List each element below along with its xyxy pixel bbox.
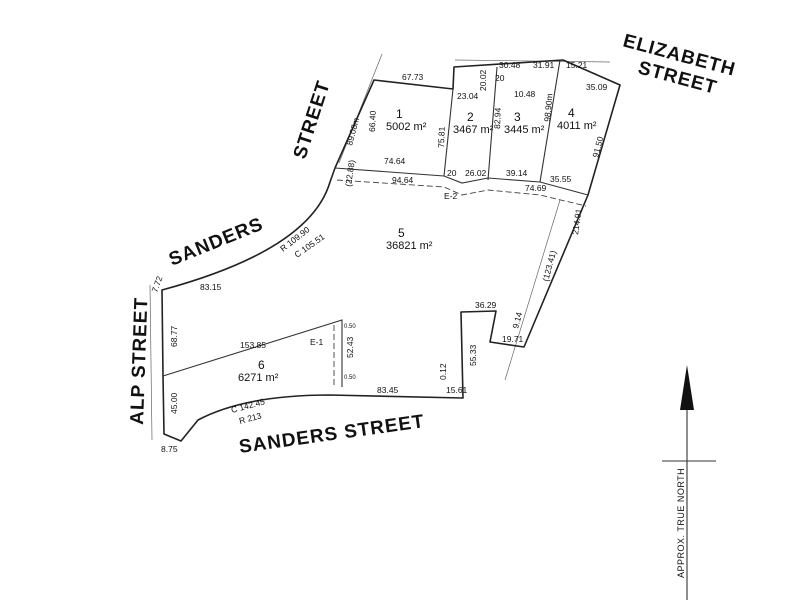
lot-4-area: 4011 m² xyxy=(557,120,597,132)
lot5-lot6-line xyxy=(162,319,343,387)
dim-66-40: 66.40 xyxy=(367,110,378,132)
dim-9-14: 9.14 xyxy=(510,311,524,330)
lots-1-4-south-line xyxy=(334,167,589,196)
street-edge-line-alp xyxy=(149,284,153,441)
street-label-sanders-top: SANDERS xyxy=(166,214,266,271)
lot2-lot3-line xyxy=(487,66,498,181)
lot-1-area: 5002 m² xyxy=(386,121,427,133)
dim-74-64: 74.64 xyxy=(384,156,406,166)
north-arrow: APPROX. TRUE NORTH xyxy=(662,365,716,600)
dim-15-61: 15.61 xyxy=(446,385,468,395)
dim-r-213: R 213 xyxy=(238,410,263,426)
dim-e1: E-1 xyxy=(310,337,324,347)
dim-55-33: 55.33 xyxy=(468,344,478,366)
dim-153-85: 153.85 xyxy=(240,340,266,350)
lot-3-number: 3 xyxy=(514,110,521,124)
lot-6-area: 6271 m² xyxy=(238,372,279,384)
north-arrow-head-icon xyxy=(680,365,694,410)
dim-0-50-bottom: 0.50 xyxy=(344,375,356,381)
dim-0-12: 0.12 xyxy=(438,363,448,380)
dim-45-00: 45.00 xyxy=(169,392,179,414)
easements xyxy=(333,179,587,388)
lot1-lot2-line xyxy=(443,88,454,177)
lot-2-number: 2 xyxy=(467,110,474,124)
dim-19-71: 19.71 xyxy=(502,334,524,344)
dim-89-08: 89.08m xyxy=(344,117,361,147)
dim-e2: E-2 xyxy=(444,191,458,201)
dim-22-88: (22.88) xyxy=(343,159,357,187)
dimension-labels: 67.73 66.40 89.08m 23.04 75.81 30.48 31.… xyxy=(149,60,607,454)
dim-15-21: 15.21 xyxy=(566,60,588,70)
dim-20-02: 20.02 xyxy=(478,69,488,91)
lot-5-area: 36821 m² xyxy=(386,240,433,252)
dim-98-90: 98.90m xyxy=(542,93,554,122)
dim-36-29: 36.29 xyxy=(475,300,497,310)
lot-1-number: 1 xyxy=(396,107,403,121)
street-edge-line-elizabeth xyxy=(454,59,611,63)
dim-35-09: 35.09 xyxy=(586,82,608,92)
dim-26-02: 26.02 xyxy=(465,168,487,178)
dim-35-55: 35.55 xyxy=(550,174,572,184)
site-boundary xyxy=(161,59,621,442)
dim-67-73: 67.73 xyxy=(402,72,424,82)
dim-83-45: 83.45 xyxy=(377,385,399,395)
north-arrow-label: APPROX. TRUE NORTH xyxy=(676,468,686,578)
dim-52-43: 52.43 xyxy=(345,336,355,358)
lot3-lot4-line xyxy=(539,59,561,183)
dim-74-69: 74.69 xyxy=(525,183,547,193)
lot-5-number: 5 xyxy=(398,226,405,240)
dim-c-142-45: C 142.45 xyxy=(230,396,266,415)
dim-30-48: 30.48 xyxy=(499,60,521,70)
dim-10-48: 10.48 xyxy=(514,89,536,99)
dim-31-91: 31.91 xyxy=(533,60,555,70)
lot-4-number: 4 xyxy=(568,106,575,120)
dim-68-77: 68.77 xyxy=(169,325,179,347)
dim-94-64: 94.64 xyxy=(392,175,414,185)
street-label-alp: ALP STREET xyxy=(127,297,152,426)
dim-20-mid: 20 xyxy=(447,168,457,178)
easement-e2 xyxy=(336,179,587,207)
lot-3-area: 3445 m² xyxy=(504,124,545,136)
street-label-street-top: STREET xyxy=(290,78,335,161)
dim-75-81: 75.81 xyxy=(436,126,447,148)
dim-214-91: 214.91 xyxy=(570,208,584,235)
dim-91-50: 91.50 xyxy=(590,135,605,158)
dim-39-14: 39.14 xyxy=(506,168,528,178)
lot-labels: 1 5002 m² 2 3467 m² 3 3445 m² 4 4011 m² … xyxy=(238,106,597,384)
dim-82-94: 82.94 xyxy=(492,107,503,129)
street-label-sanders-bottom: SANDERS STREET xyxy=(238,411,426,458)
lot-6-number: 6 xyxy=(258,358,265,372)
dim-23-04: 23.04 xyxy=(457,91,479,101)
dim-83-15: 83.15 xyxy=(200,282,222,292)
dim-8-75: 8.75 xyxy=(161,444,178,454)
dim-0-50-top: 0.50 xyxy=(344,324,356,330)
dim-20-top: 20 xyxy=(495,73,505,83)
lot-lines xyxy=(162,59,589,387)
dim-123-41: (123.41) xyxy=(540,249,558,282)
lot-2-area: 3467 m² xyxy=(453,124,494,136)
street-edge-line-east xyxy=(504,199,561,381)
